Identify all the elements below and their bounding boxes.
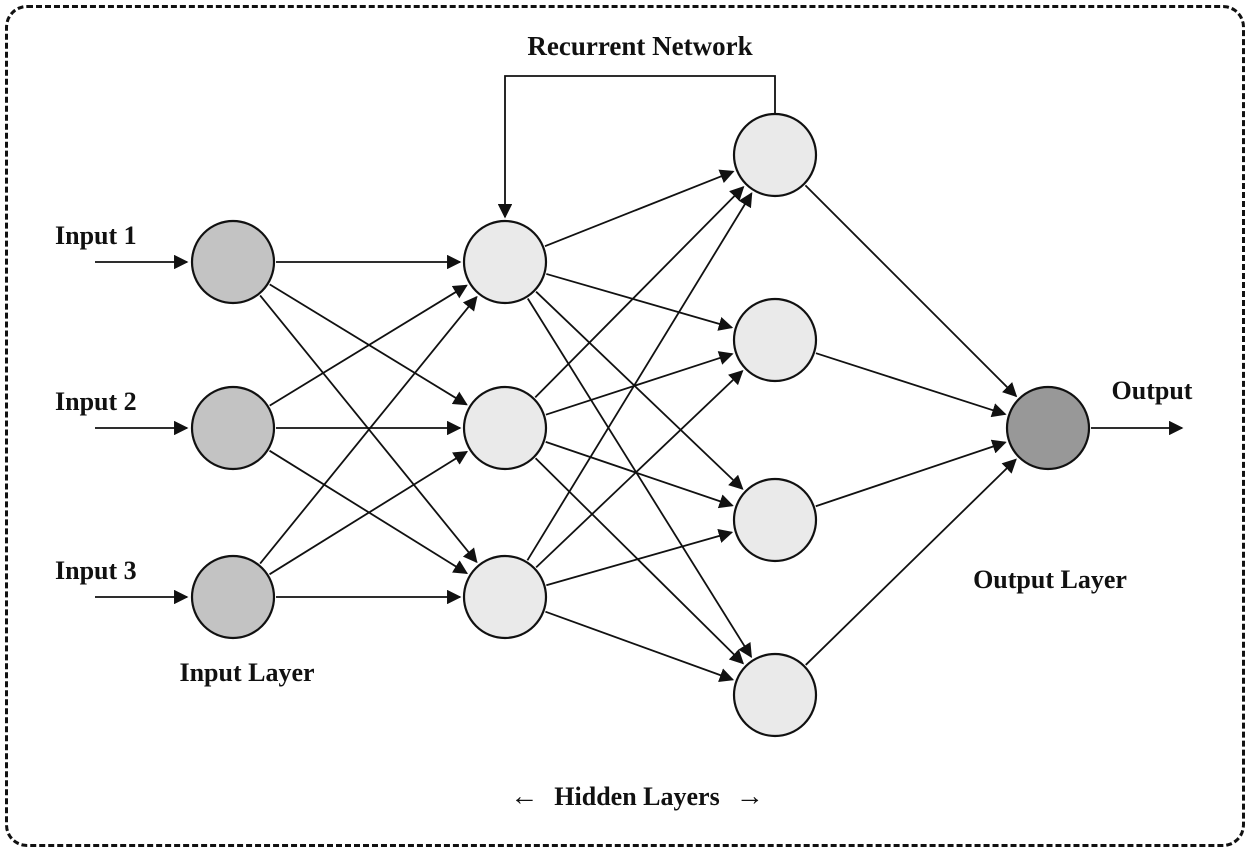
connection-arrow bbox=[546, 528, 734, 587]
connection-arrow bbox=[269, 450, 469, 576]
hidden-layer-2-node bbox=[732, 477, 818, 563]
input-layer-node bbox=[190, 385, 276, 471]
input-2-label: Input 2 bbox=[55, 387, 137, 416]
input-3-label: Input 3 bbox=[55, 556, 137, 585]
connection-arrow bbox=[815, 439, 1007, 508]
input-layer-label: Input Layer bbox=[179, 658, 315, 687]
connection-arrow bbox=[815, 352, 1007, 418]
connection-arrow bbox=[804, 184, 1018, 398]
connection-arrow bbox=[805, 458, 1017, 666]
input-layer-node bbox=[190, 554, 276, 640]
connection-arrow bbox=[546, 273, 734, 331]
recurrent-network-label: Recurrent Network bbox=[527, 31, 753, 61]
connection-arrow bbox=[534, 457, 745, 665]
connection-arrow bbox=[535, 291, 744, 490]
hidden-layer-2-node bbox=[732, 112, 818, 198]
connection-arrow bbox=[526, 192, 753, 561]
hidden-layers-label: Hidden Layers bbox=[554, 782, 720, 812]
input-layer-node bbox=[190, 219, 276, 305]
connection-arrow bbox=[544, 169, 735, 247]
connection-arrow bbox=[259, 295, 478, 565]
connection-arrow bbox=[545, 351, 734, 416]
left-arrow-icon: ← bbox=[510, 781, 539, 812]
output-label: Output bbox=[1111, 376, 1193, 405]
output-layer-node bbox=[1005, 385, 1091, 471]
hidden-layer-1-node bbox=[462, 219, 548, 305]
input-1-label: Input 1 bbox=[55, 221, 137, 250]
hidden-layer-2-node bbox=[732, 652, 818, 738]
hidden-layers-caption: ← Hidden Layers → bbox=[510, 781, 763, 813]
output-layer-label: Output Layer bbox=[973, 565, 1127, 594]
right-arrow-icon: → bbox=[735, 781, 764, 812]
connection-arrow bbox=[535, 370, 744, 569]
connection-arrow bbox=[269, 284, 468, 407]
recurrent-connection bbox=[497, 75, 776, 219]
hidden-layer-1-node bbox=[462, 554, 548, 640]
hidden-layer-1-node bbox=[462, 385, 548, 471]
connection-arrow bbox=[545, 610, 735, 682]
connection-arrow bbox=[534, 185, 745, 399]
connection-arrow bbox=[526, 298, 752, 659]
hidden-layer-2-node bbox=[732, 297, 818, 383]
connection-arrow bbox=[545, 441, 734, 509]
